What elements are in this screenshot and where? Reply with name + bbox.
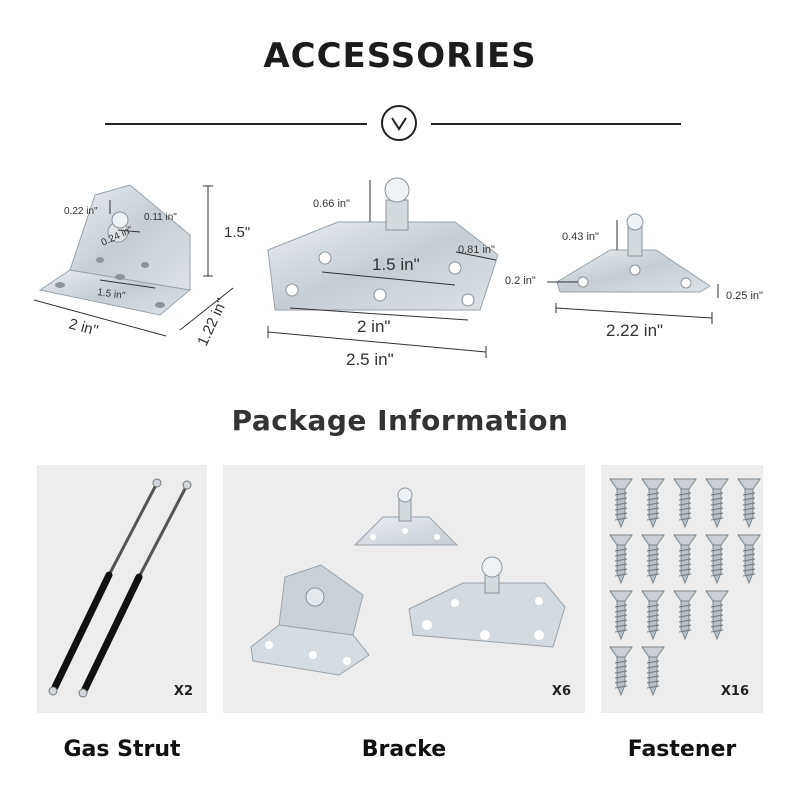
- caption-bracket: Bracke: [361, 737, 447, 762]
- screw-icon: [609, 534, 633, 585]
- dim-label: 1.5 in": [372, 255, 420, 274]
- screw-icon: [673, 590, 697, 641]
- dim-label: 1.5": [224, 224, 250, 241]
- bracket-dimension-diagram: 0.22 in" 0.11 in" 0.24 in" 1.5" 1.5 in" …: [33, 177, 763, 369]
- dim-label: 0.81 in": [458, 244, 495, 256]
- gas-strut-image: [48, 478, 192, 698]
- quantity-badge: X2: [173, 684, 193, 699]
- quantity-badge: X6: [551, 684, 571, 699]
- flat-bracket-small-drawing: [556, 213, 711, 293]
- dim-label: 0.43 in": [562, 231, 599, 243]
- section-title: Package Information: [231, 404, 569, 437]
- dim-label: 2.22 in": [606, 321, 663, 340]
- fastener-panel: X16: [601, 465, 763, 713]
- dim-label: 2 in": [357, 317, 390, 336]
- bracket-panel: X6: [223, 465, 585, 713]
- screw-icon: [641, 646, 665, 697]
- dim-label: 0.11 in": [144, 212, 177, 223]
- flat-bracket-large-drawing: [267, 177, 499, 311]
- dim-label: 0.2 in": [505, 275, 536, 287]
- chevron-down-icon: [381, 105, 417, 141]
- divider-left: [105, 123, 367, 125]
- quantity-badge: X16: [720, 684, 749, 699]
- dim-label: 2.5 in": [346, 350, 394, 369]
- dim-label: 1.5 in": [97, 287, 127, 302]
- screw-icon: [641, 590, 665, 641]
- screw-icon: [705, 534, 729, 585]
- screw-icon: [705, 590, 729, 641]
- screw-icon: [609, 646, 633, 697]
- screw-icon: [641, 534, 665, 585]
- dim-label: 0.66 in": [313, 198, 350, 210]
- dim-label: 1.22 in": [194, 296, 231, 349]
- screw-icon: [609, 590, 633, 641]
- fastener-image: [609, 478, 761, 697]
- screw-icon: [673, 478, 697, 529]
- caption-gas-strut: Gas Strut: [63, 737, 181, 762]
- screw-icon: [673, 534, 697, 585]
- dim-label: 2 in": [67, 315, 100, 339]
- screw-icon: [737, 534, 761, 585]
- divider-right: [431, 123, 681, 125]
- gas-strut-panel: X2: [37, 465, 207, 713]
- screw-icon: [641, 478, 665, 529]
- screw-icon: [609, 478, 633, 529]
- page-title: ACCESSORIES: [263, 36, 537, 76]
- bracket-image: [250, 487, 566, 676]
- l-bracket-drawing: [38, 184, 192, 316]
- screw-icon: [737, 478, 761, 529]
- screw-icon: [705, 478, 729, 529]
- dim-label: 0.25 in": [726, 290, 763, 302]
- dim-label: 0.22 in": [64, 206, 98, 217]
- caption-fastener: Fastener: [627, 737, 737, 762]
